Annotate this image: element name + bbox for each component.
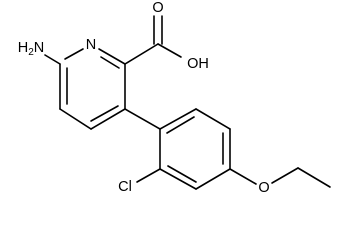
bond-c2-cooh [124, 43, 159, 65]
bond-c2p-cl [136, 168, 161, 183]
bond-o-ch2 [271, 167, 299, 184]
bond-n1-c2 [98, 48, 126, 65]
ether-oxygen-label: O [258, 180, 269, 196]
carbonyl-oxygen-label: O [152, 0, 163, 16]
molecule-structure: H2N N O OH Cl O [18, 0, 331, 196]
bond-c3-c4-double [90, 105, 119, 122]
hydroxyl-label: OH [187, 56, 209, 72]
bond-c-oh [157, 43, 182, 58]
bond-c6p-c1p-double [166, 116, 195, 134]
bond-c4-c5 [59, 108, 92, 130]
ring-nitrogen-label: N [86, 37, 96, 53]
bond-ch2-ch3 [297, 167, 331, 188]
bond-c5p-c6p [195, 108, 231, 130]
bond-c6-n1 [64, 48, 84, 60]
bond-c2p-c3p-double [167, 165, 197, 183]
bond-c6-amine [44, 54, 61, 65]
bond-c4p-o [229, 168, 257, 185]
bond-c3-c1prime [124, 108, 161, 130]
chloro-label: Cl [118, 179, 132, 195]
bond-c3p-c4p [195, 168, 231, 190]
bond-c2p-c3p [159, 168, 197, 190]
bond-n1-c2-double [100, 56, 120, 69]
bond-c6p-c1p [159, 108, 197, 130]
bond-c3-c4 [90, 108, 126, 130]
amine-label: H2N [18, 40, 45, 58]
